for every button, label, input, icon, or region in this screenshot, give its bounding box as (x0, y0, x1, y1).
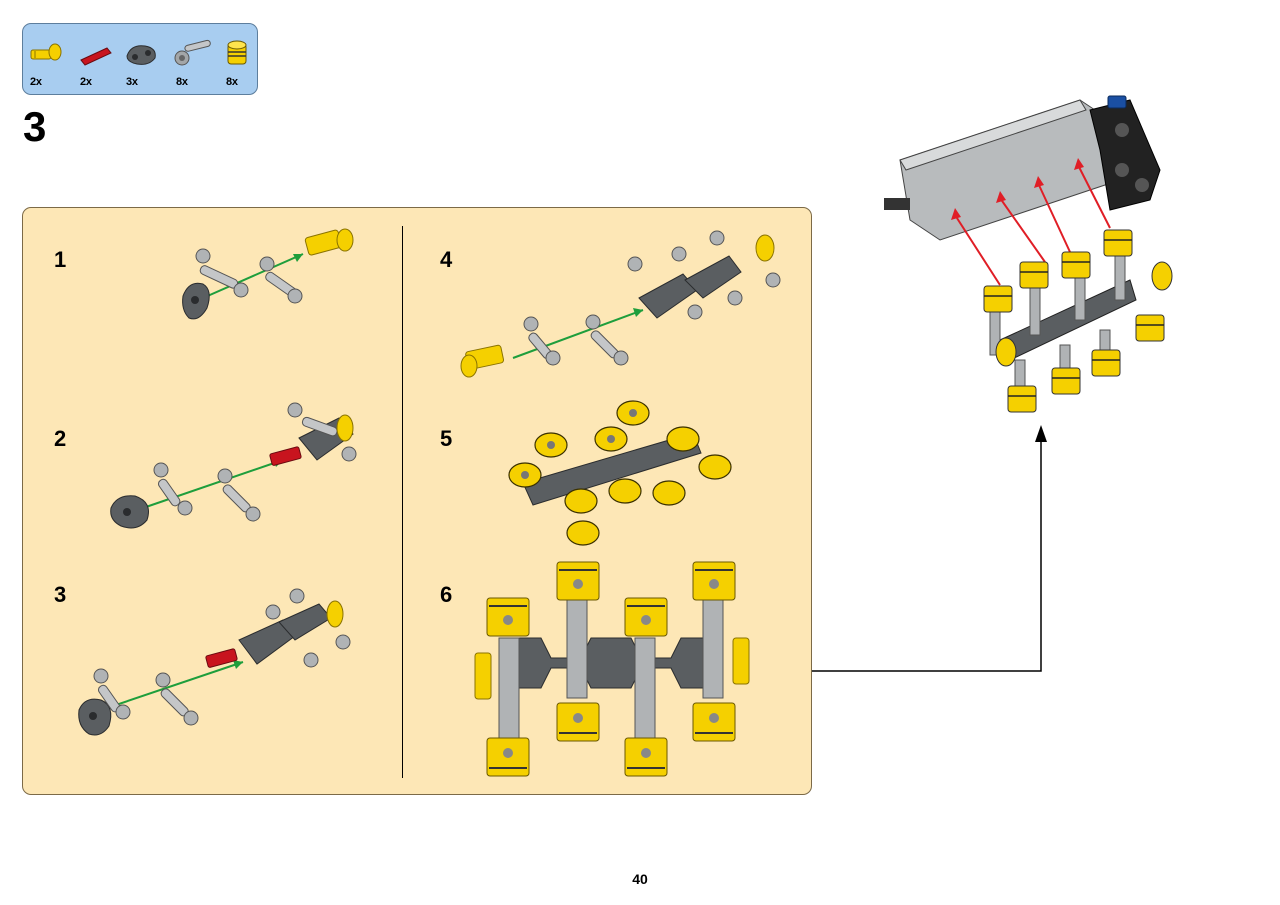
part-quantity: 8x (176, 76, 188, 88)
gray-connecting-rod-icon (174, 39, 211, 66)
substep-5-illustration (508, 400, 732, 546)
engine-assembly-illustration (884, 95, 1173, 413)
substep-4-illustration (460, 230, 781, 378)
part-gray-connecting-rod: 8x (173, 32, 213, 90)
part-quantity: 2x (30, 76, 42, 88)
substep-number-3: 3 (54, 582, 67, 607)
substep-6-illustration (474, 561, 750, 777)
part-yellow-axle-pin: 2x (27, 32, 67, 90)
substep-number-4: 4 (440, 247, 453, 272)
panel-divider (402, 226, 403, 778)
substep-1-illustration (182, 228, 354, 320)
red-axle-icon (80, 47, 112, 66)
substep-number-5: 5 (440, 426, 453, 451)
substep-number-6: 6 (440, 582, 453, 607)
substep-2-illustration (110, 402, 357, 529)
parts-list-callout: 2x 2x 3x 8x 8x (22, 23, 258, 95)
part-red-axle: 2x (77, 32, 117, 90)
page-number: 40 (632, 871, 648, 887)
part-yellow-piston: 8x (223, 32, 263, 90)
part-dark-gray-crank: 3x (123, 32, 163, 90)
substep-3-illustration (78, 588, 351, 736)
dark-gray-crank-icon (126, 45, 156, 65)
substep-number-2: 2 (54, 426, 67, 451)
step-number: 3 (23, 103, 47, 150)
substep-number-1: 1 (54, 247, 67, 272)
yellow-piston-icon (227, 40, 247, 65)
part-quantity: 2x (80, 76, 92, 88)
yellow-axle-pin-icon (30, 43, 62, 61)
part-quantity: 8x (226, 76, 238, 88)
sub-assembly-panel: 1 2 3 4 5 6 (22, 207, 812, 795)
part-quantity: 3x (126, 76, 138, 88)
